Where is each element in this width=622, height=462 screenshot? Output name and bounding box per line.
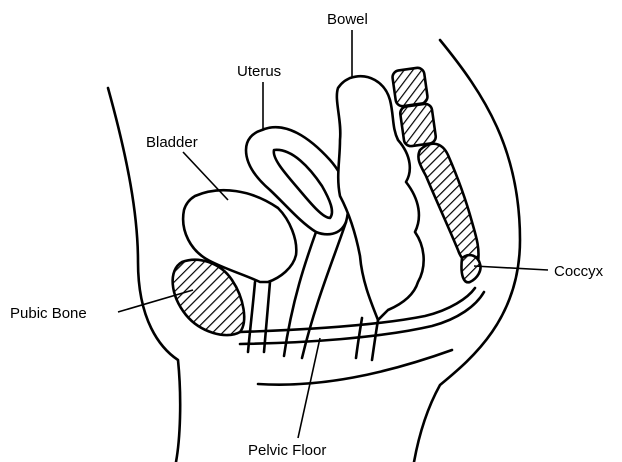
pelvic-floor-upper bbox=[240, 288, 475, 332]
bladder-label: Bladder bbox=[146, 134, 198, 151]
urethra-front bbox=[248, 282, 255, 352]
sacrum-segment-2 bbox=[399, 103, 436, 147]
pubic-bone-label: Pubic Bone bbox=[10, 305, 87, 322]
bowel-label: Bowel bbox=[327, 11, 368, 28]
coccyx bbox=[461, 255, 480, 282]
urethra-back bbox=[264, 282, 270, 352]
pelvic-floor-leader bbox=[298, 338, 320, 438]
coccyx-label: Coccyx bbox=[554, 263, 604, 280]
vagina-back bbox=[302, 222, 346, 358]
uterus-label: Uterus bbox=[237, 63, 281, 80]
anal-canal-back bbox=[372, 320, 378, 360]
sacrum-segment-3 bbox=[418, 144, 478, 265]
sacrum-segment-1 bbox=[392, 67, 429, 107]
perineum-outline bbox=[258, 350, 452, 385]
pelvic-floor-label: Pelvic Floor bbox=[248, 442, 326, 459]
coccyx-leader bbox=[474, 266, 548, 270]
